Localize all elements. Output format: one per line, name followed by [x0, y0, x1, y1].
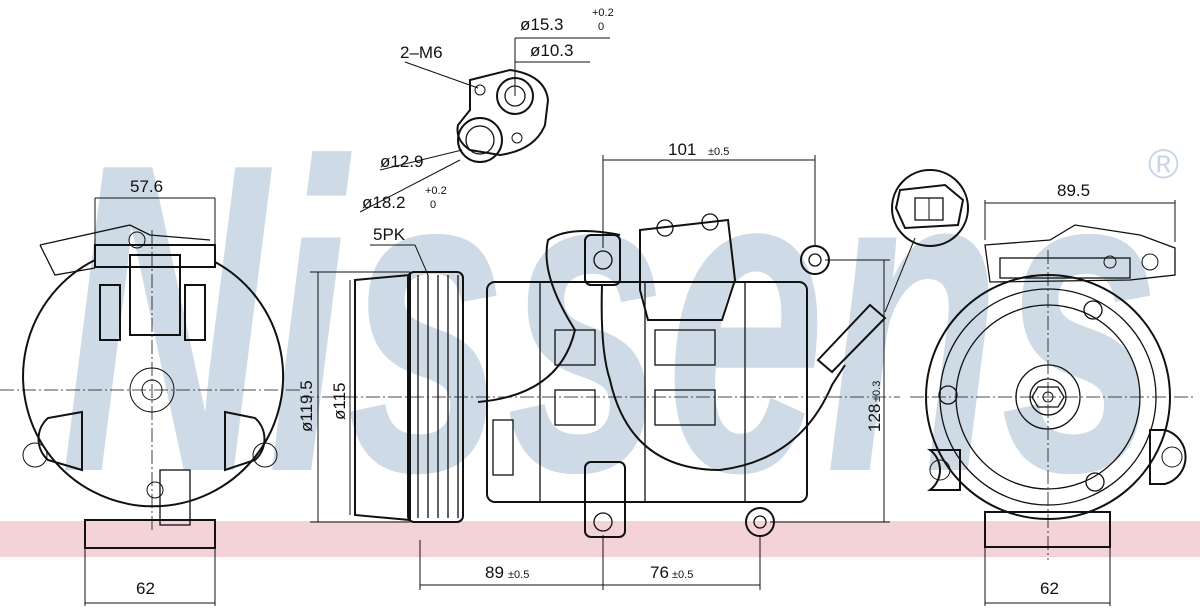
bottom-port-outer-tol-upper: +0.2: [425, 185, 447, 197]
bottom-port-outer-tol-lower: 0: [430, 199, 436, 211]
registered-mark: ®: [1148, 140, 1179, 187]
mount-spacing-top-value: 101: [668, 140, 696, 159]
top-port-outer-tol-lower: 0: [598, 21, 604, 33]
bottom-port-inner-dia: ø12.9: [380, 152, 423, 171]
bottom-port-outer-dia: ø18.2: [362, 193, 405, 212]
bolt-thread-label: 2–M6: [400, 43, 443, 62]
mount-height-tol: ±0.3: [871, 381, 883, 402]
pulley-inner-dia: ø115: [330, 383, 349, 421]
right-view-bottom-width: 62: [1040, 579, 1059, 598]
watermark-logo: Nissens: [60, 73, 1160, 564]
mount-height-value: 128: [865, 404, 884, 432]
bottom-band: [0, 521, 1200, 557]
top-port-outer-dia: ø15.3: [520, 15, 563, 34]
top-port-inner-dia: ø10.3: [530, 41, 573, 60]
center-side-view: [300, 155, 900, 590]
port-detail-view: [359, 37, 610, 213]
right-front-view: [910, 200, 1195, 606]
pulley-to-mount-tol: ±0.5: [508, 569, 529, 581]
pulley-grooves-label: 5PK: [373, 225, 406, 244]
left-side-view: [0, 197, 300, 606]
mount-spacing-top-tol: ±0.5: [708, 146, 729, 158]
top-port-outer-tol-upper: +0.2: [592, 7, 614, 19]
pulley-outer-dia: ø119.5: [297, 380, 316, 432]
mount-spacing-bottom-value: 76: [650, 563, 669, 582]
right-view-top-width: 89.5: [1057, 181, 1090, 200]
left-view-bottom-width: 62: [136, 579, 155, 598]
pulley-to-mount-value: 89: [485, 563, 504, 582]
connector-detail: [884, 169, 969, 313]
mount-spacing-bottom-tol: ±0.5: [672, 569, 693, 581]
left-view-top-width: 57.6: [130, 177, 163, 196]
